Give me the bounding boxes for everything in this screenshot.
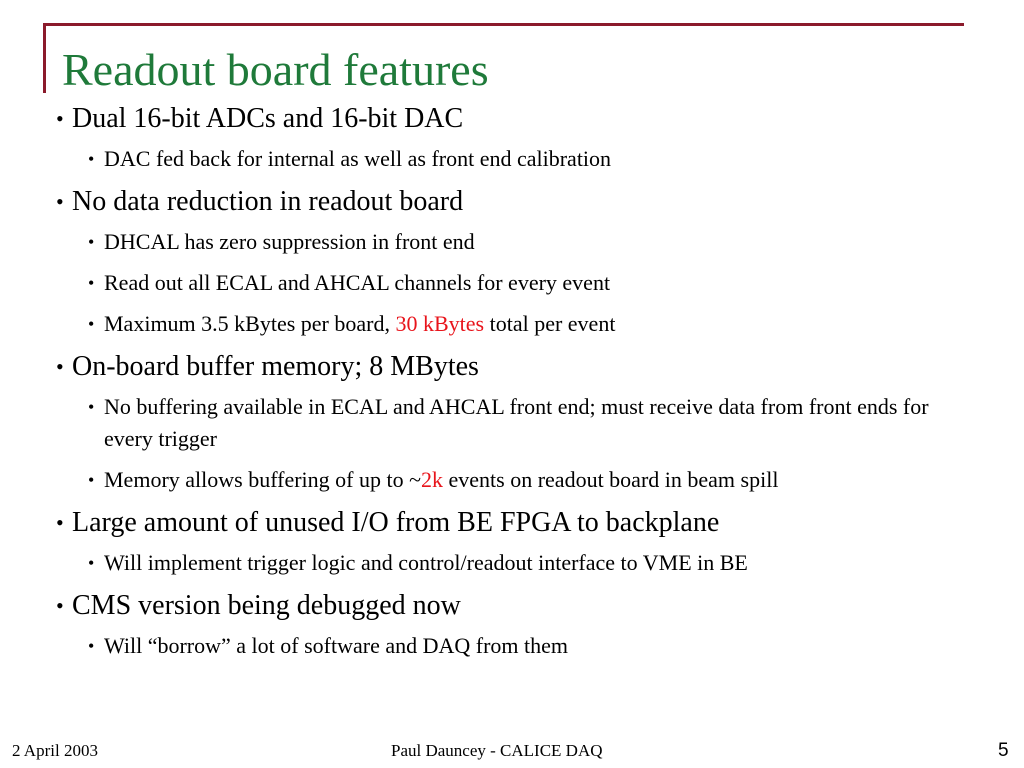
bullet-icon: • [56,354,64,379]
bullet-text: No data reduction in readout board [72,186,464,217]
sub-bullet-trigger-logic: • Will implement trigger logic and contr… [56,547,996,579]
sub-bullet-max-kbytes: • Maximum 3.5 kBytes per board, 30 kByte… [56,308,996,340]
title-rule-left [43,23,46,93]
bullet-icon: • [88,273,95,293]
bullet-cms-version: • CMS version being debugged now [56,588,996,624]
sub-bullet-text-pre: Maximum 3.5 kBytes per board, [104,311,396,336]
sub-bullet-no-buffering: • No buffering available in ECAL and AHC… [56,391,954,455]
footer-author: Paul Dauncey - CALICE DAQ [391,741,603,760]
bullet-icon: • [88,470,95,490]
sub-bullet-text-pre: Memory allows buffering of up to ~ [104,467,422,492]
bullet-text: On-board buffer memory; 8 MBytes [72,351,479,382]
bullet-icon: • [56,510,64,535]
footer-date: 2 April 2003 [12,741,98,760]
sub-bullet-borrow-software: • Will “borrow” a lot of software and DA… [56,630,996,662]
bullet-text: Large amount of unused I/O from BE FPGA … [72,507,720,538]
slide-body: • Dual 16-bit ADCs and 16-bit DAC • DAC … [56,101,996,671]
bullet-icon: • [56,106,64,131]
highlight-30-kbytes: 30 kBytes [395,311,485,336]
bullet-text: CMS version being debugged now [72,590,461,621]
bullet-icon: • [88,397,95,417]
sub-bullet-text: Will “borrow” a lot of software and DAQ … [104,633,569,658]
bullet-buffer-memory: • On-board buffer memory; 8 MBytes [56,349,996,385]
bullet-no-data-reduction: • No data reduction in readout board [56,184,996,220]
bullet-icon: • [56,189,64,214]
title-rule-top [43,23,964,26]
sub-bullet-memory-buffering: • Memory allows buffering of up to ~2k e… [56,464,996,496]
sub-bullet-text-post: total per event [484,311,616,336]
slide-title: Readout board features [62,44,489,95]
bullet-icon: • [88,636,95,656]
sub-bullet-text: No buffering available in ECAL and AHCAL… [104,394,929,451]
sub-bullet-text: DAC fed back for internal as well as fro… [104,146,612,171]
bullet-icon: • [88,232,95,252]
bullet-icon: • [88,553,95,573]
bullet-adc-dac: • Dual 16-bit ADCs and 16-bit DAC [56,101,996,137]
sub-bullet-text: Read out all ECAL and AHCAL channels for… [104,270,611,295]
bullet-text: Dual 16-bit ADCs and 16-bit DAC [72,103,464,134]
highlight-2k: 2k [421,467,444,492]
sub-bullet-text: DHCAL has zero suppression in front end [104,229,475,254]
bullet-icon: • [88,314,95,334]
sub-bullet-dac-feedback: • DAC fed back for internal as well as f… [56,143,996,175]
sub-bullet-text: Will implement trigger logic and control… [104,550,748,575]
sub-bullet-text-post: events on readout board in beam spill [443,467,779,492]
bullet-unused-io: • Large amount of unused I/O from BE FPG… [56,505,996,541]
sub-bullet-read-out-all-channels: • Read out all ECAL and AHCAL channels f… [56,267,996,299]
bullet-icon: • [88,149,95,169]
sub-bullet-dhcal-zero-suppression: • DHCAL has zero suppression in front en… [56,226,996,258]
footer-page-number: 5 [998,740,1009,761]
bullet-icon: • [56,593,64,618]
